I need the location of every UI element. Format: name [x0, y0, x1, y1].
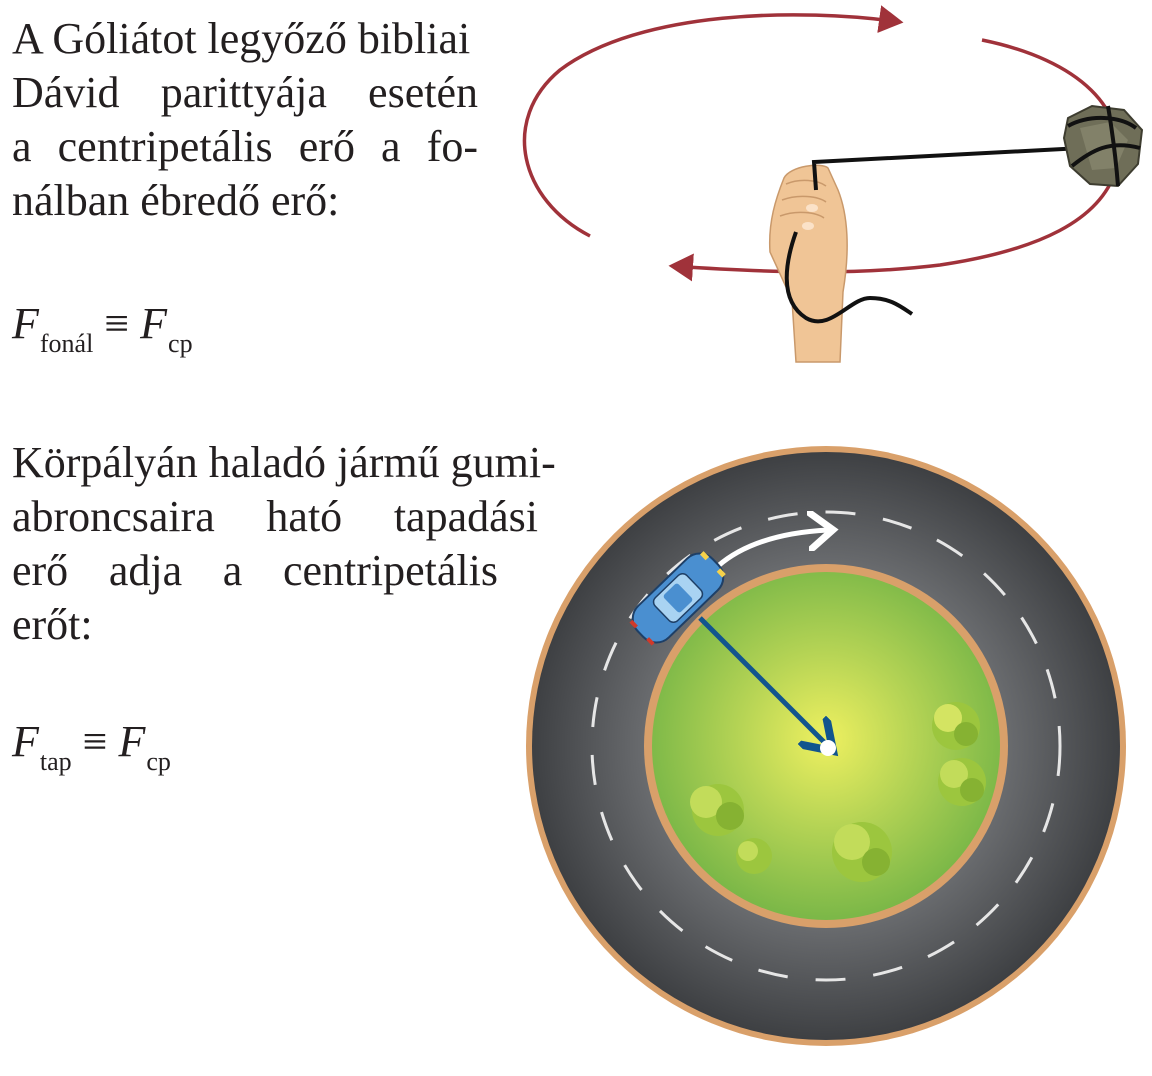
car-description: Körpályán haladó jármű gumi- abroncsaira…: [12, 436, 602, 652]
bush-icon: [938, 758, 986, 806]
bush-icon: [932, 702, 980, 750]
car-text-line-4: erőt:: [12, 600, 93, 649]
centripetal-force-arrow: [698, 616, 836, 756]
orbit-arc-top: [522, 5, 904, 238]
formula-f-symbol: F: [12, 299, 39, 348]
sling-text-line-1: A Góliátot legyőző bibliai: [12, 14, 471, 63]
sling-text-line-2: Dávid parittyája esetén: [12, 68, 478, 117]
car-text-line-3: erő adja a centripetális: [12, 546, 498, 595]
bush-icon: [832, 822, 892, 882]
identity-symbol: ≡: [104, 299, 130, 348]
bush-icon: [690, 784, 744, 836]
stone-icon: [1062, 104, 1144, 188]
sling-string: [784, 146, 1083, 324]
car-formula: Ftap ≡ Fcp: [12, 716, 171, 777]
sling-formula: Ffonál ≡ Fcp: [12, 298, 193, 359]
formula-subscript-tap: tap: [39, 747, 72, 776]
bush-icon: [736, 838, 772, 874]
formula-f-symbol: F: [12, 717, 39, 766]
car-text-line-1: Körpályán haladó jármű gumi-: [12, 438, 556, 487]
track-center-point: [820, 740, 836, 756]
formula-subscript-cp: cp: [168, 329, 193, 358]
sling-description: A Góliátot legyőző bibliai Dávid paritty…: [12, 12, 522, 228]
formula-f-symbol: F: [140, 299, 168, 348]
hand-icon: [768, 164, 848, 363]
formula-subscript-cp: cp: [146, 747, 171, 776]
formula-subscript-fonal: fonál: [39, 329, 94, 358]
sling-text-line-4: nálban ébredő erő:: [12, 176, 340, 225]
velocity-direction-arrow: [716, 530, 828, 568]
bush-icons: [690, 702, 986, 882]
formula-f-symbol: F: [118, 717, 146, 766]
sling-text-line-3: a centripetális erő a fo-: [12, 122, 478, 171]
car-text-line-2: abroncsaira ható tapadási: [12, 492, 538, 541]
car-icon: [629, 551, 726, 646]
identity-symbol: ≡: [82, 717, 108, 766]
